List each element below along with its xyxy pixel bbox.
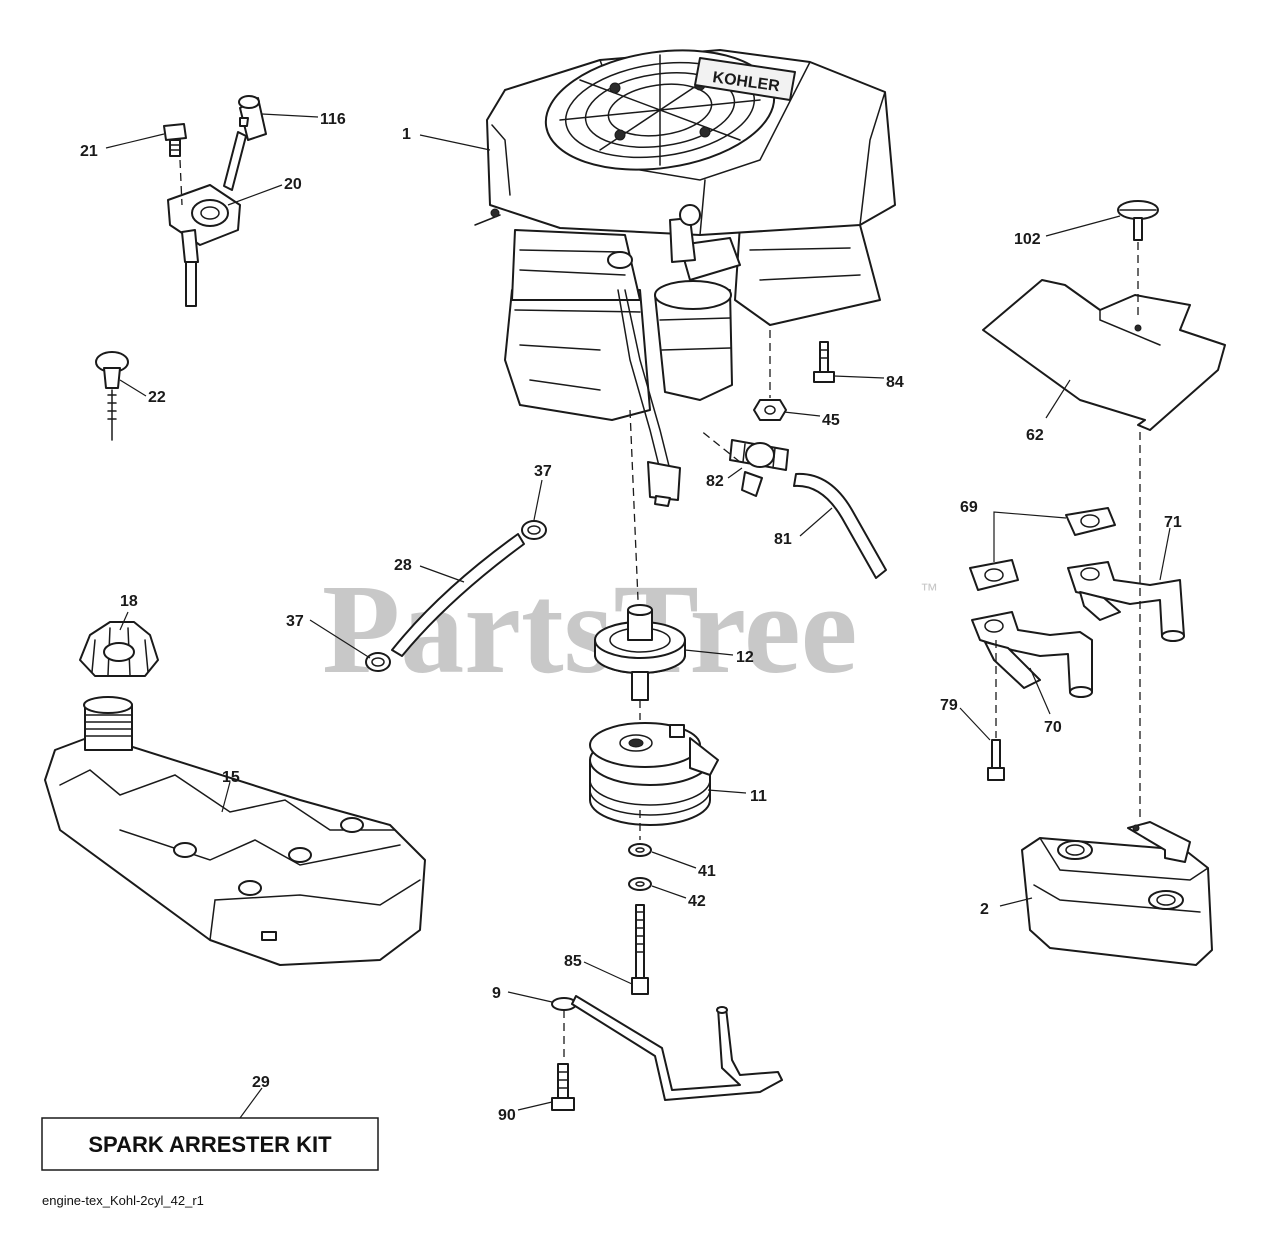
part-11-pto-clutch[interactable]	[589, 722, 719, 826]
watermark-text: PartsTree	[322, 558, 857, 700]
callout-9[interactable]: 9	[492, 985, 501, 1002]
part-102-bolt[interactable]	[1117, 200, 1159, 241]
callout-37-upper[interactable]: 37	[534, 463, 552, 480]
part-70-exhaust-pipe[interactable]	[971, 611, 1093, 698]
part-9-rod[interactable]	[551, 995, 783, 1101]
callout-84[interactable]: 84	[886, 374, 904, 391]
part-82-fuel-filter[interactable]	[729, 439, 789, 497]
callout-37-lower[interactable]: 37	[286, 613, 304, 630]
callout-12[interactable]: 12	[736, 649, 754, 666]
callout-2[interactable]: 2	[980, 901, 989, 918]
diagram-caption: engine-tex_Kohl-2cyl_42_r1	[42, 1193, 204, 1208]
part-37-clamp-lower[interactable]	[365, 652, 391, 672]
spark-arrester-kit-label: SPARK ARRESTER KIT	[88, 1132, 332, 1157]
watermark-trademark: ™	[920, 580, 938, 600]
part-18-fuel-cap[interactable]	[79, 621, 159, 677]
part-81-fuel-hose[interactable]	[793, 472, 887, 579]
part-90-bolt[interactable]	[551, 1063, 575, 1111]
callout-42[interactable]: 42	[688, 893, 706, 910]
part-37-clamp-upper[interactable]	[521, 520, 547, 540]
part-21-bolt[interactable]	[163, 123, 187, 157]
part-69-gasket-b[interactable]	[969, 559, 1019, 591]
callout-70[interactable]: 70	[1044, 719, 1062, 736]
part-45-nut[interactable]	[753, 399, 787, 421]
part-42-washer[interactable]	[628, 877, 652, 891]
callout-79[interactable]: 79	[940, 697, 958, 714]
callout-15[interactable]: 15	[222, 769, 240, 786]
callout-102[interactable]: 102	[1014, 231, 1041, 248]
callout-11[interactable]: 11	[750, 788, 767, 805]
part-41-washer[interactable]	[628, 843, 652, 857]
callout-81[interactable]: 81	[774, 531, 792, 548]
wiring-harness	[617, 289, 681, 507]
part-69-gasket-a[interactable]	[1065, 507, 1116, 536]
callout-116[interactable]: 116	[320, 111, 346, 128]
part-84-bolt[interactable]	[813, 341, 835, 383]
callout-90[interactable]: 90	[498, 1107, 516, 1124]
callout-21[interactable]: 21	[80, 143, 98, 160]
part-79-bolt[interactable]	[987, 739, 1005, 781]
callout-85[interactable]: 85	[564, 953, 582, 970]
callout-41[interactable]: 41	[698, 863, 716, 880]
callout-28[interactable]: 28	[394, 557, 412, 574]
callout-29[interactable]: 29	[252, 1074, 270, 1091]
part-15-fuel-tank[interactable]	[44, 696, 426, 966]
part-62-heat-shield[interactable]	[982, 279, 1226, 431]
leader-lines	[105, 113, 1171, 1119]
callout-62[interactable]: 62	[1026, 427, 1044, 444]
callout-22[interactable]: 22	[148, 389, 166, 406]
part-28-fuel-line[interactable]	[391, 533, 525, 657]
part-85-bolt[interactable]	[631, 904, 649, 995]
callout-20[interactable]: 20	[284, 176, 302, 193]
callout-71[interactable]: 71	[1164, 514, 1182, 531]
engine-assembly[interactable]: KOHLER	[474, 37, 896, 421]
callout-18[interactable]: 18	[120, 593, 138, 610]
callout-labels: 1 21 116 20 22 37 28 37 18 15 12 11 41 4…	[80, 111, 1182, 1124]
part-22-choke-knob[interactable]	[95, 351, 129, 441]
callout-1[interactable]: 1	[402, 126, 411, 143]
part-20-throttle-control[interactable]	[167, 131, 247, 307]
assembly-centerlines	[179, 159, 1141, 1062]
callout-82[interactable]: 82	[706, 473, 724, 490]
part-71-exhaust-pipe[interactable]	[1067, 561, 1185, 642]
spark-arrester-kit-box[interactable]: SPARK ARRESTER KIT	[41, 1117, 379, 1171]
part-116-knob[interactable]	[238, 95, 267, 141]
callout-45[interactable]: 45	[822, 412, 840, 429]
callout-69[interactable]: 69	[960, 499, 978, 516]
part-12-pulley[interactable]	[594, 604, 686, 701]
part-2-muffler[interactable]	[1021, 821, 1213, 966]
